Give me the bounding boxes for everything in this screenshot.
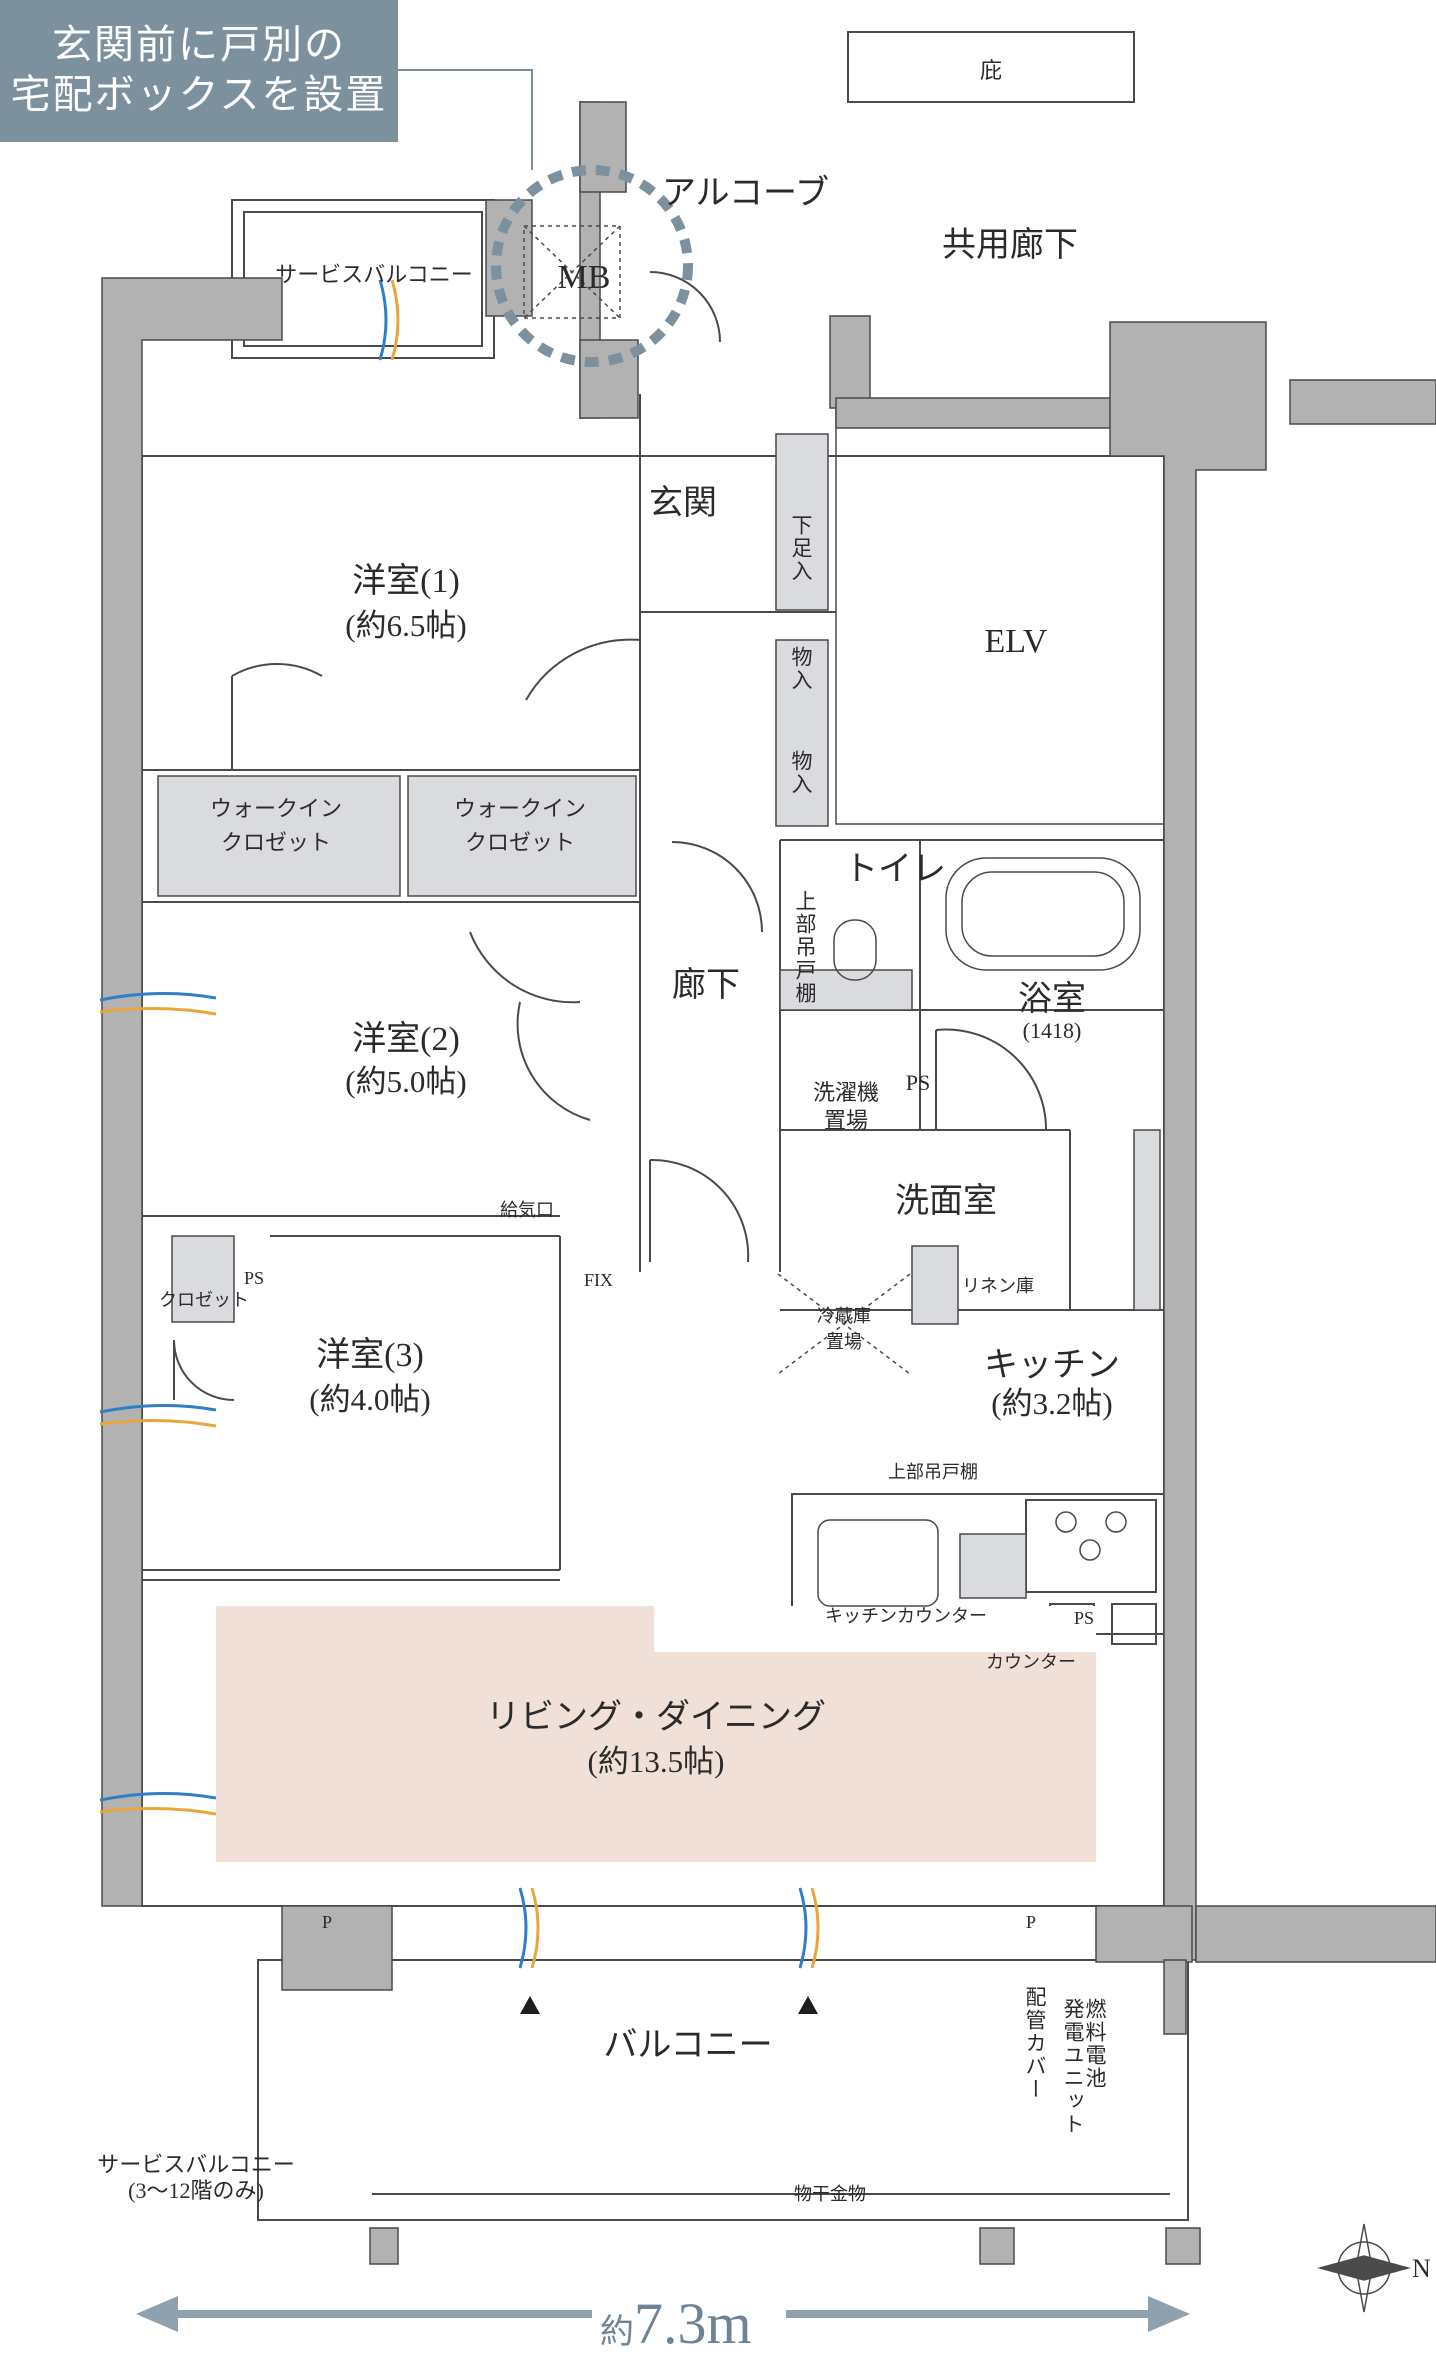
counter-label: カウンター [986, 1652, 1076, 1672]
toilet-bowl [833, 919, 877, 981]
kitchen-counter-label: キッチンカウンター [825, 1606, 987, 1626]
entrance-label: 玄関 [649, 485, 717, 522]
western-room-2-size: (約5.0帖) [345, 1064, 467, 1099]
fix-window-label: FIX [584, 1270, 614, 1290]
fuel-cell-line2: 発電ユニット [1061, 1998, 1085, 2136]
air-inlet-label: 給気口 [500, 1200, 554, 1220]
western-room-3-name: 洋室(3) [316, 1337, 424, 1374]
walkin-closet-1-line2: クロゼット [220, 830, 332, 855]
elv-label: ELV [984, 623, 1048, 660]
pillar-p-right: P [1026, 1912, 1037, 1932]
fridge-space-line2: 置場 [826, 1332, 862, 1352]
eaves-label: 庇 [979, 58, 1003, 83]
kitchen-name: キッチン [984, 1347, 1120, 1384]
drying-rack-label: 物干金物 [794, 2184, 866, 2204]
storage-1-label: 物入 [789, 646, 813, 692]
living-dining-size: (約13.5帖) [587, 1744, 725, 1779]
fuel-cell-line1: 燃料電池 [1083, 1998, 1107, 2090]
fridge-space-line1: 冷蔵庫 [817, 1306, 871, 1326]
balcony-label: バルコニー [603, 2027, 773, 2064]
storage-2-label: 物入 [789, 750, 813, 796]
pillar-p-left: P [322, 1912, 333, 1932]
washer-space-line2: 置場 [823, 1108, 869, 1133]
north-compass-icon [1317, 2223, 1411, 2313]
mb-label: MB [557, 259, 611, 296]
bathroom-size: (1418) [1022, 1018, 1082, 1043]
linen-closet-label: リネン庫 [962, 1276, 1034, 1296]
callout-line-2: 宅配ボックスを設置 [10, 72, 388, 117]
width-dimension [136, 2286, 1190, 2346]
closet-label: クロゼット [159, 1290, 249, 1310]
toilet-upper-cabinet-label: 上部吊戸棚 [793, 890, 817, 1005]
width-dimension-label: 約7.3m [600, 2290, 752, 2357]
western-room-2-name: 洋室(2) [352, 1021, 460, 1058]
walkin-closet-1-box [157, 775, 401, 897]
living-dining-name: リビング・ダイニング [486, 1699, 826, 1736]
service-balcony-note: (3〜12階のみ) [128, 2178, 264, 2203]
common-corridor-label: 共用廊下 [942, 227, 1078, 264]
service-balcony-top-label: サービスバルコニー [275, 262, 473, 287]
washroom-label: 洗面室 [895, 1183, 997, 1220]
walkin-closet-1-line1: ウォークイン [209, 796, 343, 821]
width-value: 7.3m [634, 2291, 752, 2356]
toilet-label: トイレ [844, 851, 946, 888]
width-prefix: 約 [600, 2314, 634, 2351]
alcove-label: アルコーブ [662, 175, 829, 212]
delivery-box-highlight [491, 165, 693, 367]
ps-label-closet: PS [244, 1268, 265, 1288]
kitchen-upper-cabinet-label: 上部吊戸棚 [888, 1462, 978, 1482]
walkin-closet-2-line2: クロゼット [464, 830, 576, 855]
western-room-3-size: (約4.0帖) [309, 1382, 431, 1417]
walkin-closet-2-line1: ウォークイン [453, 796, 587, 821]
corridor-label: 廊下 [672, 967, 740, 1004]
bathtub [945, 857, 1141, 971]
service-balcony-bottom-label: サービスバルコニー [97, 2152, 295, 2177]
washer-space-line1: 洗濯機 [812, 1080, 880, 1105]
compass-n-label: N [1412, 2254, 1431, 2283]
bathroom-label: 浴室 [1018, 981, 1086, 1018]
callout-line-1: 玄関前に戸別の [52, 22, 346, 67]
western-room-1-name: 洋室(1) [352, 563, 460, 600]
pipe-cover-label: 配管カバー [1023, 1986, 1047, 2101]
western-room-1-size: (約6.5帖) [345, 608, 467, 643]
ps-label-washroom: PS [905, 1070, 931, 1095]
delivery-box-callout: 玄関前に戸別の 宅配ボックスを設置 [0, 0, 398, 142]
shoe-cabinet [775, 433, 829, 611]
kitchen-size: (約3.2帖) [991, 1386, 1113, 1421]
shoe-box-label: 下足入 [789, 514, 813, 583]
kitchen-sink [817, 1519, 939, 1607]
ps-label-kitchen: PS [1074, 1608, 1095, 1628]
walkin-closet-2-box [407, 775, 637, 897]
